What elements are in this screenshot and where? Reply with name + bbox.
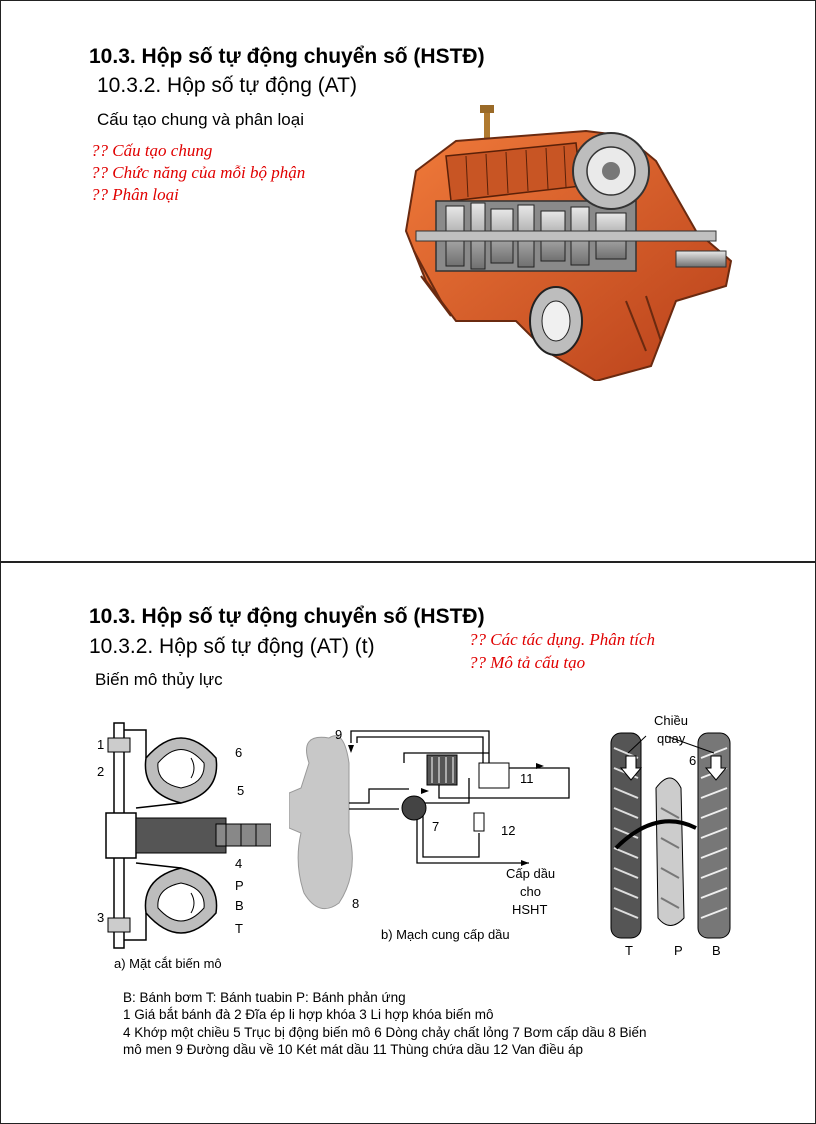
transmission-cutaway-image — [404, 105, 733, 381]
label-p-blade: P — [674, 943, 683, 958]
label-p: P — [235, 878, 244, 893]
label-1: 1 — [97, 737, 105, 752]
rotation-label-line2: quay — [657, 731, 686, 746]
label-b: B — [235, 898, 244, 913]
label-3: 3 — [97, 910, 105, 925]
label-6-flow: 6 — [689, 753, 697, 768]
label-2: 2 — [97, 764, 105, 779]
label-4: 4 — [235, 856, 243, 871]
label-b-blade: B — [712, 943, 721, 958]
label-9: 9 — [335, 727, 343, 742]
supply-label-line1: Cấp dầu — [506, 866, 556, 881]
question-1: ?? Cấu tạo chung — [91, 141, 213, 160]
slide-subtitle: 10.3.2. Hộp số tự động (AT) (t) — [89, 635, 375, 658]
label-t: T — [235, 921, 243, 936]
label-8: 8 — [352, 896, 360, 911]
question-2: ?? Mô tả cấu tạo — [469, 653, 586, 672]
label-12: 12 — [501, 823, 516, 838]
question-3: ?? Phân loại — [91, 185, 179, 204]
label-7: 7 — [432, 819, 440, 834]
label-11: 11 — [520, 771, 534, 786]
legend-line-1: B: Bánh bơm T: Bánh tuabin P: Bánh phản … — [123, 990, 406, 1005]
oil-supply-circuit-figure — [289, 730, 570, 910]
slide-title: 10.3. Hộp số tự động chuyển số (HSTĐ) — [89, 45, 485, 68]
supply-label-line2: cho — [520, 884, 541, 899]
label-t-blade: T — [625, 943, 633, 958]
slide-subtitle: 10.3.2. Hộp số tự động (AT) — [97, 74, 357, 97]
supply-label-line3: HSHT — [512, 902, 548, 917]
figure-b-caption: b) Mạch cung cấp dầu — [381, 927, 510, 942]
label-5: 5 — [237, 783, 245, 798]
blade-flow-figure — [610, 732, 731, 939]
section-heading: Cấu tạo chung và phân loại — [97, 110, 304, 129]
rotation-label-line1: Chiều — [654, 713, 688, 728]
slide-1: 10.3. Hộp số tự động chuyển số (HSTĐ) 10… — [0, 0, 816, 562]
slide-2: 10.3. Hộp số tự động chuyển số (HSTĐ) 10… — [0, 562, 816, 1124]
slide-title: 10.3. Hộp số tự động chuyển số (HSTĐ) — [89, 605, 485, 628]
label-6: 6 — [235, 745, 243, 760]
legend-line-3: 4 Khớp một chiều 5 Trục bị động biến mô … — [123, 1025, 647, 1057]
question-2: ?? Chức năng của mỗi bộ phận — [91, 163, 306, 182]
section-heading: Biến mô thủy lực — [95, 670, 223, 689]
question-1: ?? Các tác dụng. Phân tích — [469, 630, 656, 649]
torque-converter-section-figure — [105, 722, 271, 949]
legend-line-2: 1 Giá bắt bánh đà 2 Đĩa ép li hợp khóa 3… — [123, 1007, 494, 1022]
figure-a-caption: a) Mặt cắt biến mô — [114, 956, 222, 971]
